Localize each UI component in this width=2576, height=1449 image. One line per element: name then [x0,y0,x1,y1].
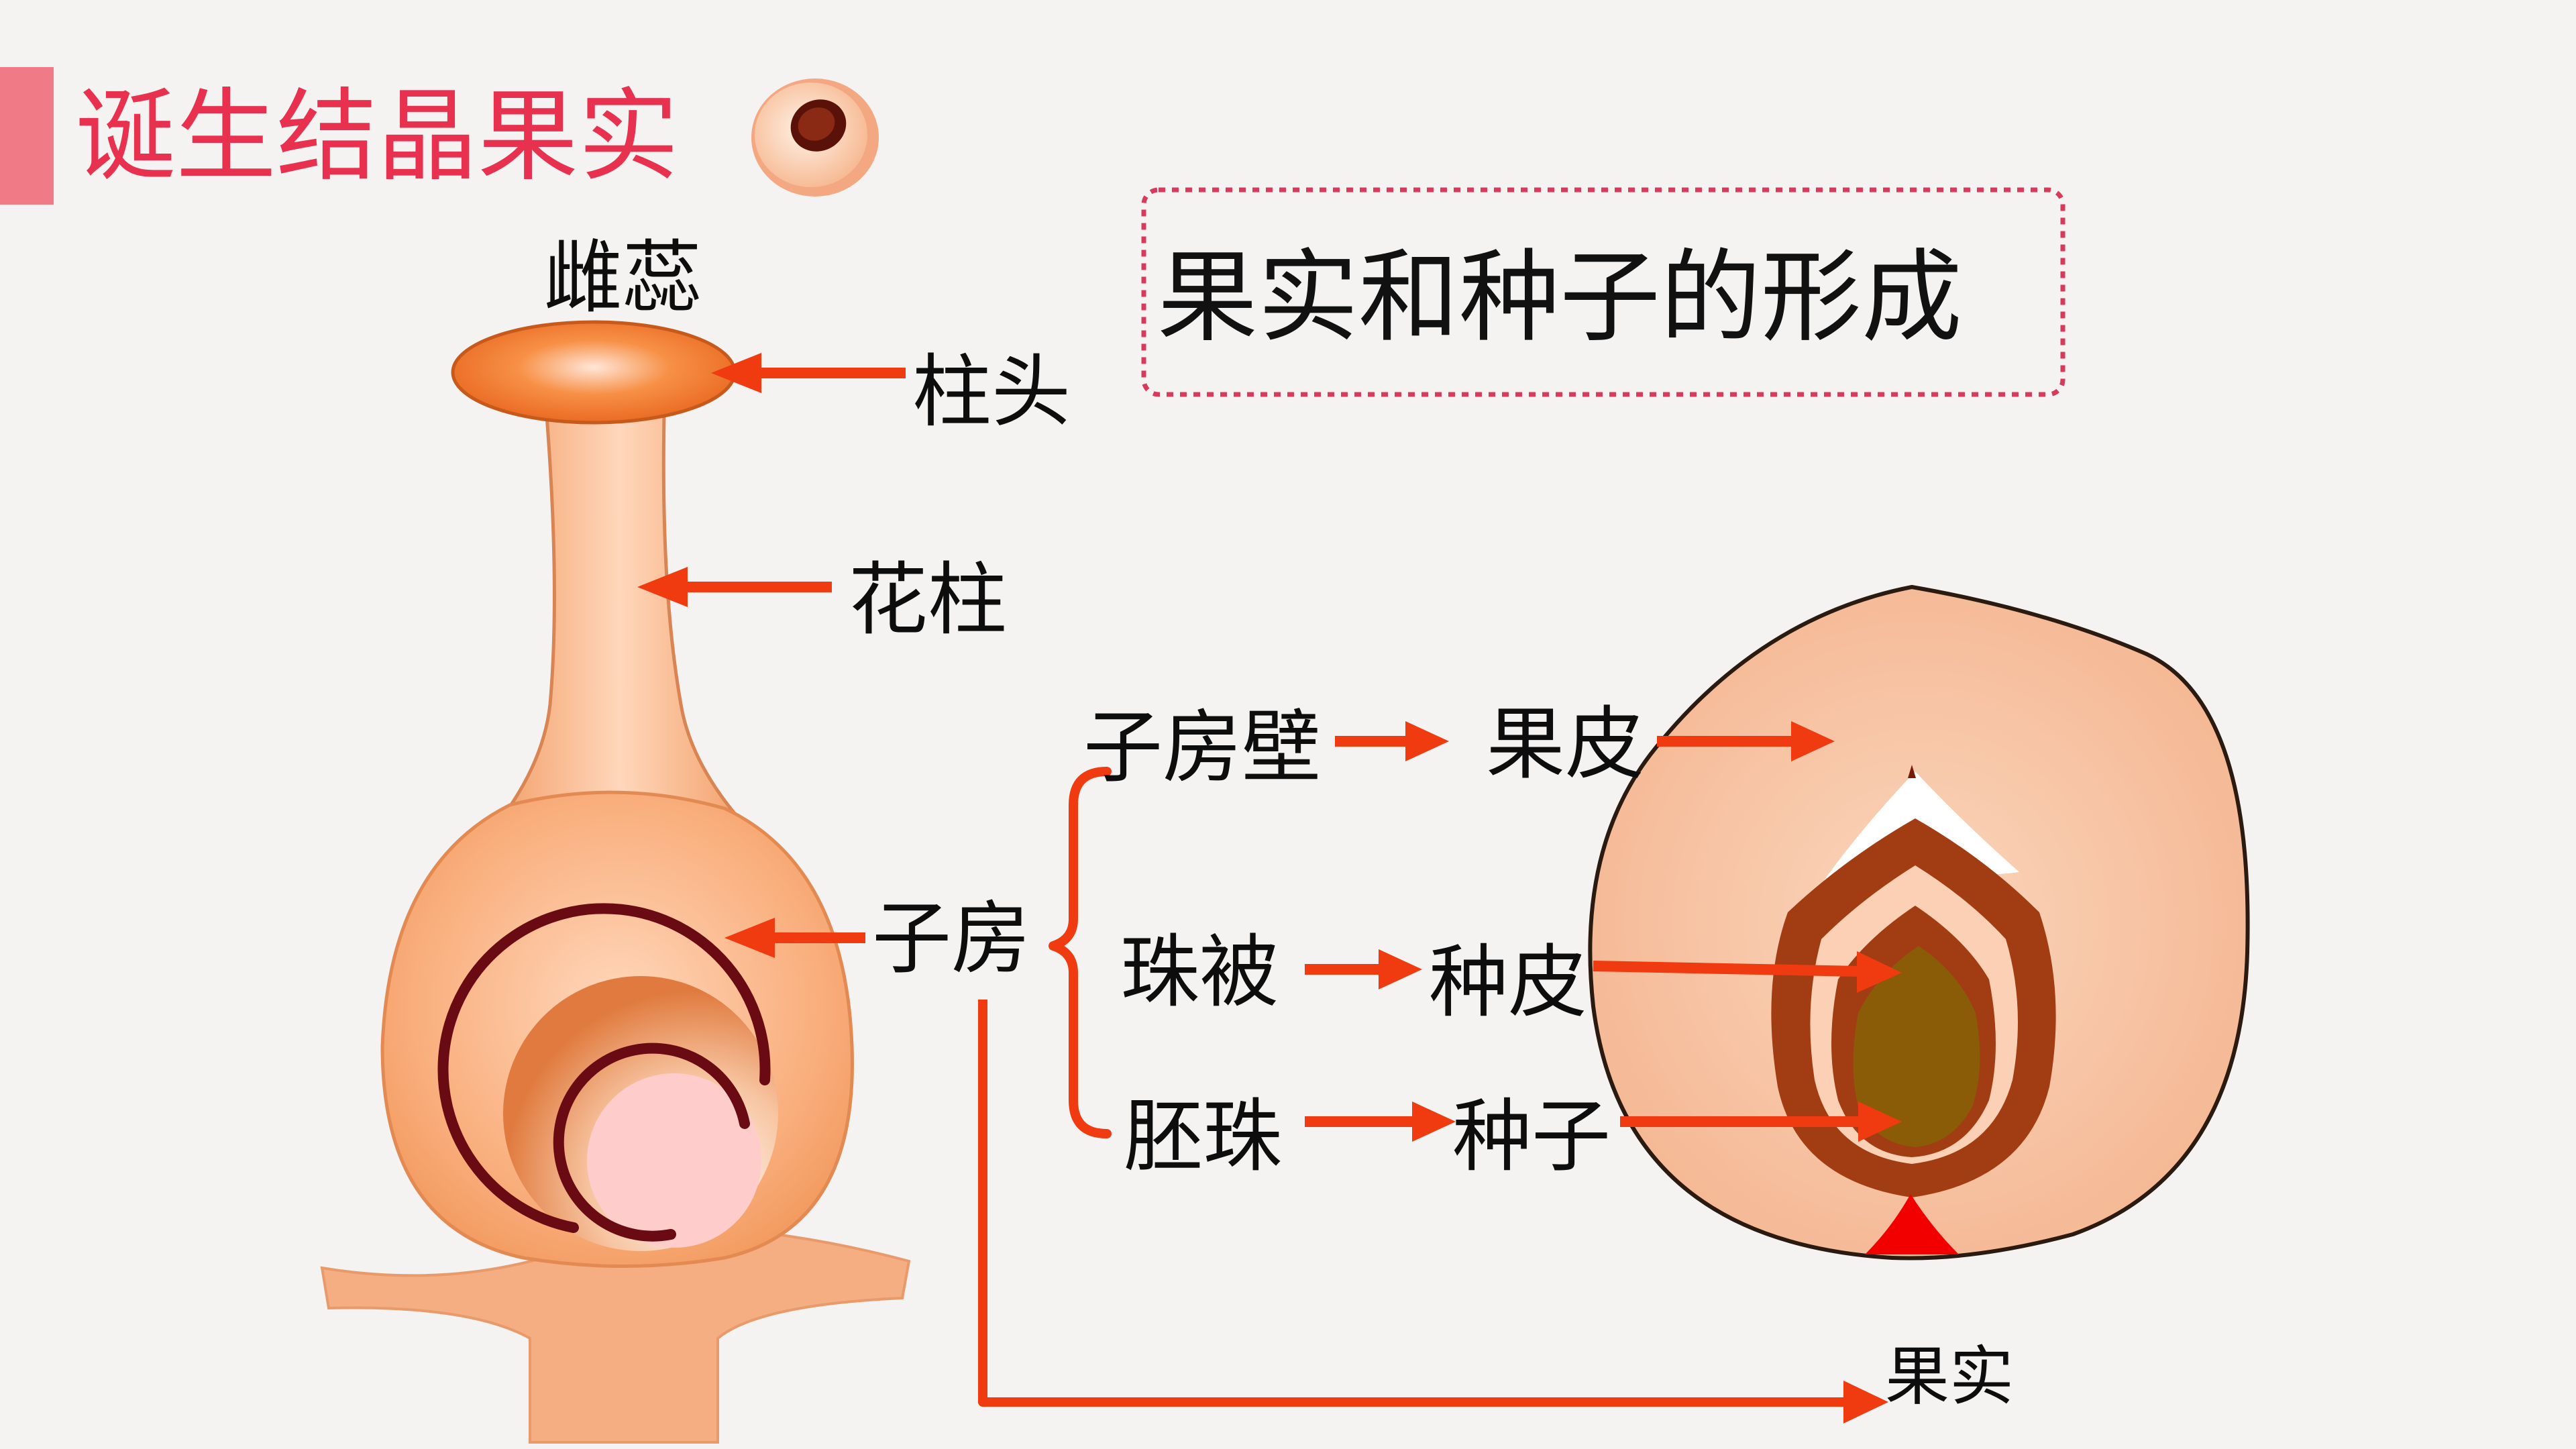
pistil-illustration [320,320,911,1444]
label-ovary: 子房 [872,892,1030,985]
stigma [451,320,737,425]
arrow-ovarywall-pericarp [1335,721,1449,761]
ovary-bracket [1049,767,1112,1138]
seed-embryo [1853,946,1980,1147]
label-seed: 种子 [1452,1090,1611,1183]
fruit-path-line [978,1000,1858,1407]
label-seed-coat: 种皮 [1429,936,1587,1028]
subtitle-box-text: 果实和种子的形成 [1157,239,1962,356]
label-integument: 珠被 [1120,926,1279,1018]
subtitle-box [1141,187,2065,397]
title-accent-bar [0,67,54,205]
style-body [492,414,749,827]
label-style: 花柱 [849,553,1007,646]
arrow-stigma [711,353,906,393]
arrow-ovary [724,918,865,958]
receptacle [320,1225,911,1444]
arrow-fruit-final [1843,1381,1888,1424]
label-ovary-wall: 子房壁 [1083,701,1321,794]
arrow-style [637,567,832,607]
fruit-tip [1908,765,1916,778]
arrow-seed-fruit [1620,1102,1902,1142]
label-ovule: 胚珠 [1124,1090,1282,1183]
label-stigma: 柱头 [912,345,1071,438]
arrows [637,353,1902,1424]
label-fruit: 果实 [1885,1339,2014,1414]
ovule-core [587,1073,761,1248]
ovule-integument-outer [437,903,771,1233]
fruit-base [1865,1194,1959,1254]
slide-title: 诞生结晶果实 [75,78,679,195]
arrow-integument-seedcoat [1305,949,1422,989]
arrow-seedcoat-fruit [1593,951,1902,993]
peach-half-icon [751,78,879,197]
ovule-integument-inner [553,1042,750,1242]
arrow-ovule-seed [1305,1102,1456,1142]
label-pistil: 雌蕊 [543,231,702,324]
label-pericarp: 果皮 [1486,698,1644,790]
arrow-pericarp-fruit [1657,721,1835,761]
fruit-illustration [1588,584,2250,1260]
